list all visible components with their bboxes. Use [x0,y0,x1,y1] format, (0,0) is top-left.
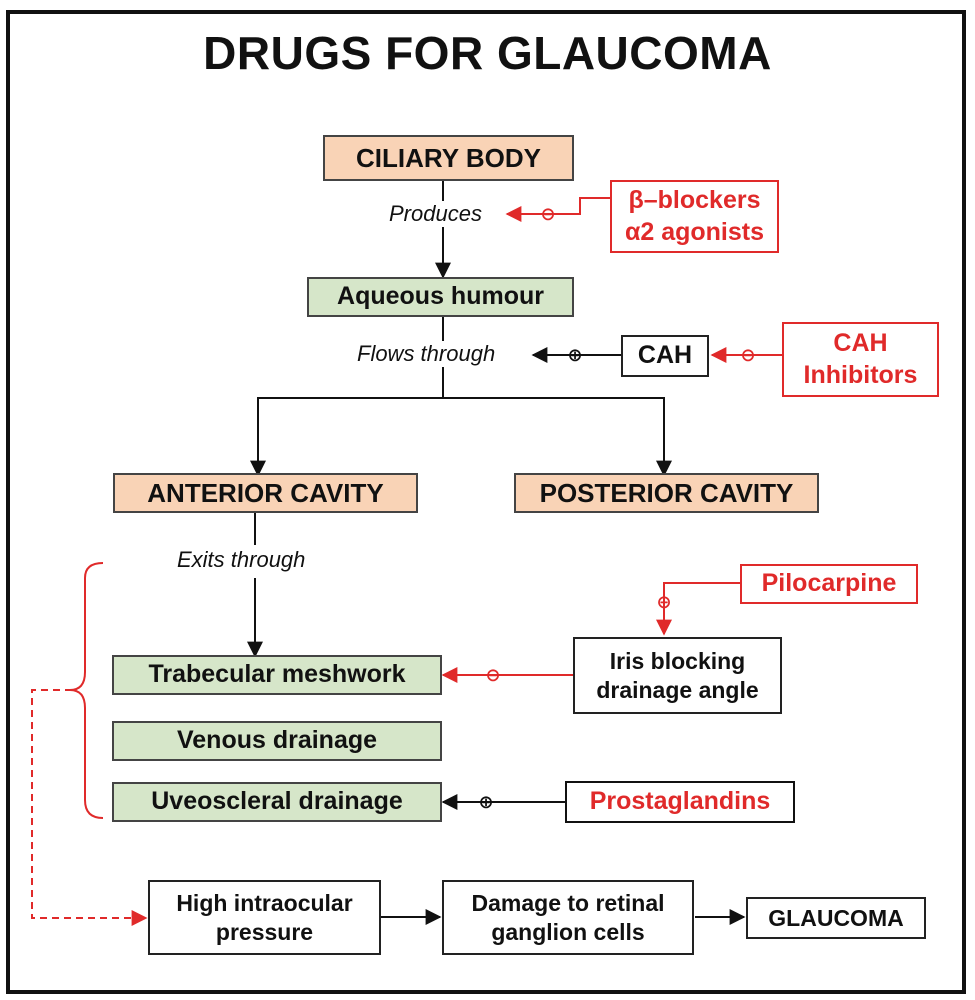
posterior-cavity-node: POSTERIOR CAVITY [514,473,819,513]
anterior-cavity-node: ANTERIOR CAVITY [113,473,418,513]
beta-blockers-inhibit-symbol: ⊖ [540,204,556,224]
high-iop-line-2: pressure [215,918,314,945]
prostaglandins-box: Prostaglandins [565,781,795,823]
high-iop-line-1: High intraocular [176,889,353,916]
retinal-damage-node: Damage to retinal ganglion cells [442,880,694,955]
ciliary-body-node: CILIARY BODY [323,135,574,181]
pilocarpine-inhibit-arrow [656,582,740,636]
page-title: DRUGS FOR GLAUCOMA [203,27,772,79]
aqueous-humour-node: Aqueous humour [307,277,574,317]
cah-inhibitors-box: CAH Inhibitors [782,322,939,397]
iris-blocking-line-2: drainage angle [596,676,759,703]
cah-stimulate-symbol: ⊕ [567,345,583,365]
pilocarpine-box: Pilocarpine [740,564,918,604]
dashed-drainage-to-iop-arrow [31,689,148,926]
trabecular-meshwork-node: Trabecular meshwork [112,655,442,695]
beta-blockers-label: β–blockers [628,186,761,215]
cah-inhibitors-inhibit-symbol: ⊖ [740,345,756,365]
produces-edge-label: Produces [387,201,484,227]
beta-blockers-alpha2-box: β–blockers α2 agonists [610,180,779,253]
prostaglandins-stimulate-symbol: ⊕ [478,792,494,812]
red-connectors [31,197,782,926]
exits-through-edge-label: Exits through [175,547,308,573]
branch-to-anterior-arrow [250,397,443,477]
retinal-damage-line-1: Damage to retinal [471,889,665,916]
diagram-frame [6,10,966,994]
iris-inhibit-symbol: ⊖ [485,665,501,685]
high-iop-node: High intraocular pressure [148,880,381,955]
drainage-bracket [69,562,104,819]
alpha2-agonists-label: α2 agonists [624,217,764,246]
branch-to-posterior-arrow [443,397,672,477]
glaucoma-node: GLAUCOMA [746,897,926,939]
flows-through-edge-label: Flows through [355,341,498,367]
iris-blocking-node: Iris blocking drainage angle [573,637,782,714]
cah-inhibitors-line-1: CAH [833,329,888,358]
pilocarpine-inhibit-symbol: ⊖ [656,592,672,612]
retinal-damage-line-2: ganglion cells [491,918,645,945]
cah-inhibitors-line-2: Inhibitors [803,360,918,389]
iris-blocking-line-1: Iris blocking [609,647,746,674]
uveoscleral-drainage-node: Uveoscleral drainage [112,782,442,822]
venous-drainage-node: Venous drainage [112,721,442,761]
beta-blockers-inhibit-arrow [505,197,610,222]
cah-node: CAH [621,335,709,377]
black-connectors [247,180,746,925]
